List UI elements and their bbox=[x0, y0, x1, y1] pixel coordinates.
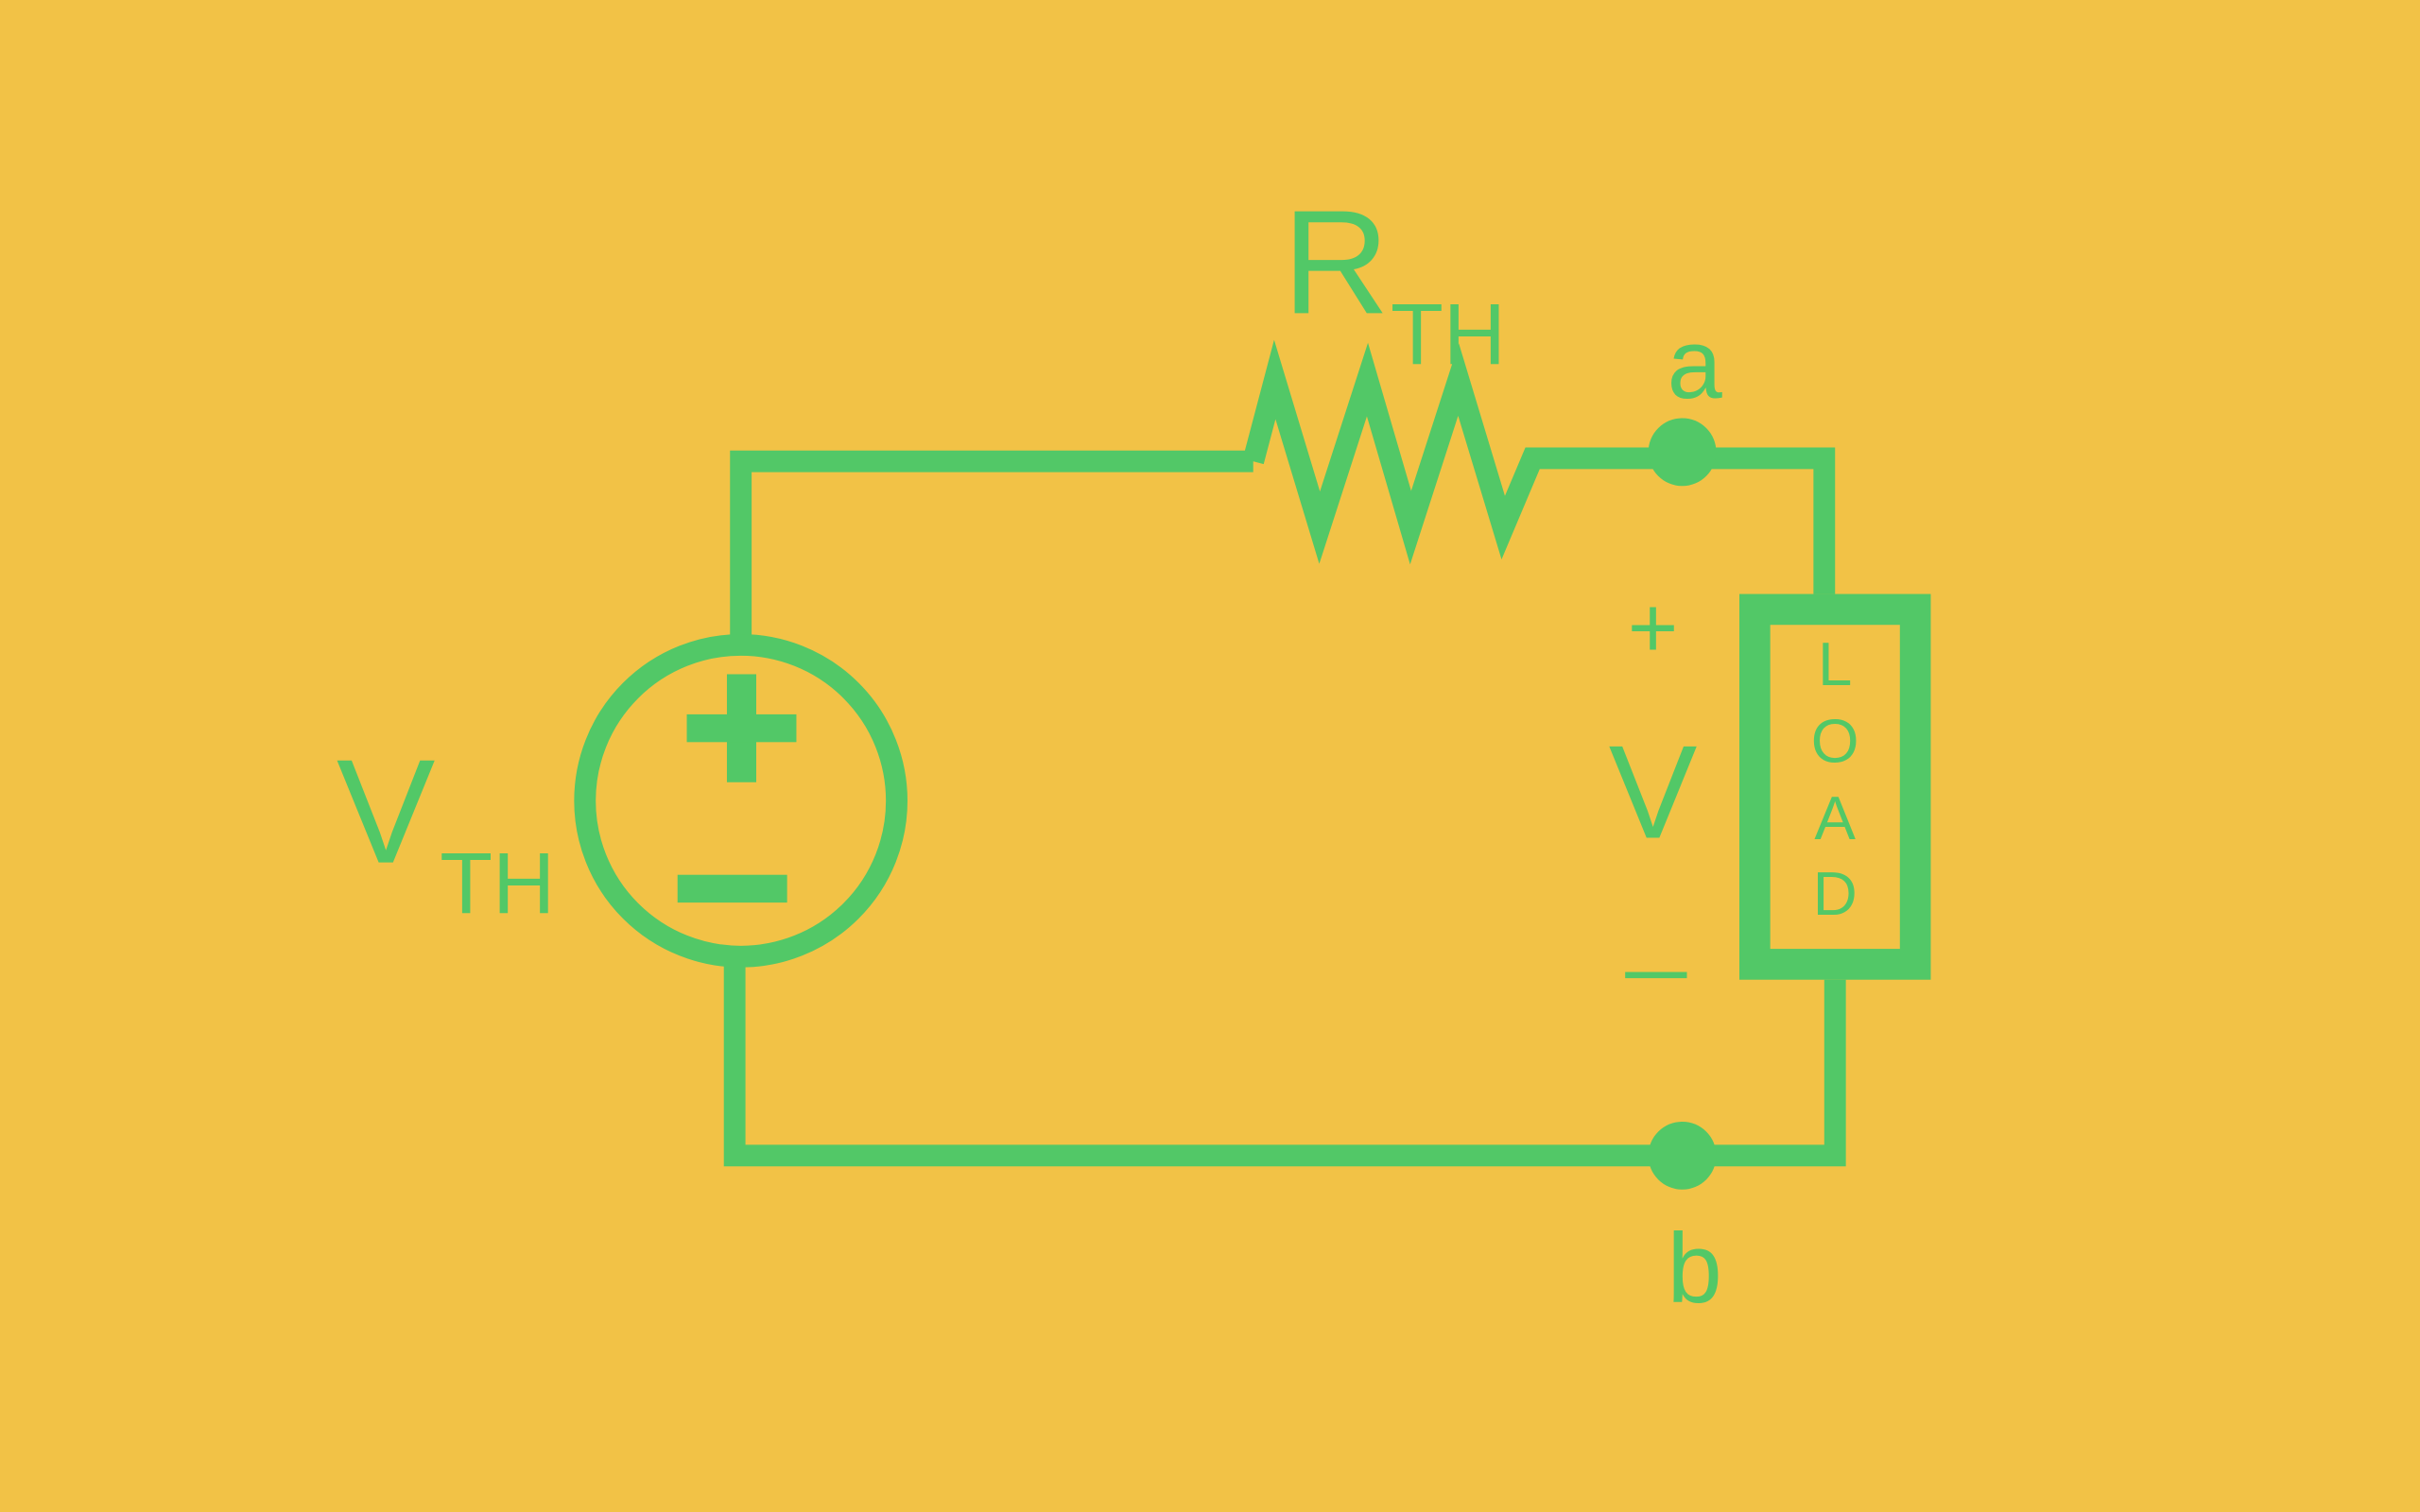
plus-icon bbox=[686, 674, 797, 782]
voltage-source bbox=[574, 634, 908, 968]
load-letter: D bbox=[1813, 859, 1858, 928]
rth-label-sub: TH bbox=[1391, 286, 1506, 383]
top-left-wire bbox=[730, 450, 1253, 636]
load-letter: O bbox=[1811, 707, 1859, 776]
vth-label-sub: TH bbox=[440, 836, 555, 933]
vth-label-main: V bbox=[337, 730, 436, 895]
rth-label-main: R bbox=[1283, 180, 1390, 345]
load-box bbox=[1739, 593, 1931, 980]
bottom-wire bbox=[723, 966, 1846, 1167]
node-b bbox=[1648, 1121, 1717, 1190]
voltage-label: V bbox=[1609, 718, 1698, 867]
voltage-minus bbox=[1625, 971, 1687, 979]
node-a bbox=[1648, 418, 1717, 487]
node-b-label: b bbox=[1668, 1213, 1722, 1324]
voltage-plus: + bbox=[1628, 580, 1678, 677]
load-letter: L bbox=[1818, 629, 1852, 698]
node-a-label: a bbox=[1668, 309, 1723, 420]
minus-icon bbox=[677, 874, 787, 903]
load-letter: A bbox=[1814, 783, 1856, 852]
